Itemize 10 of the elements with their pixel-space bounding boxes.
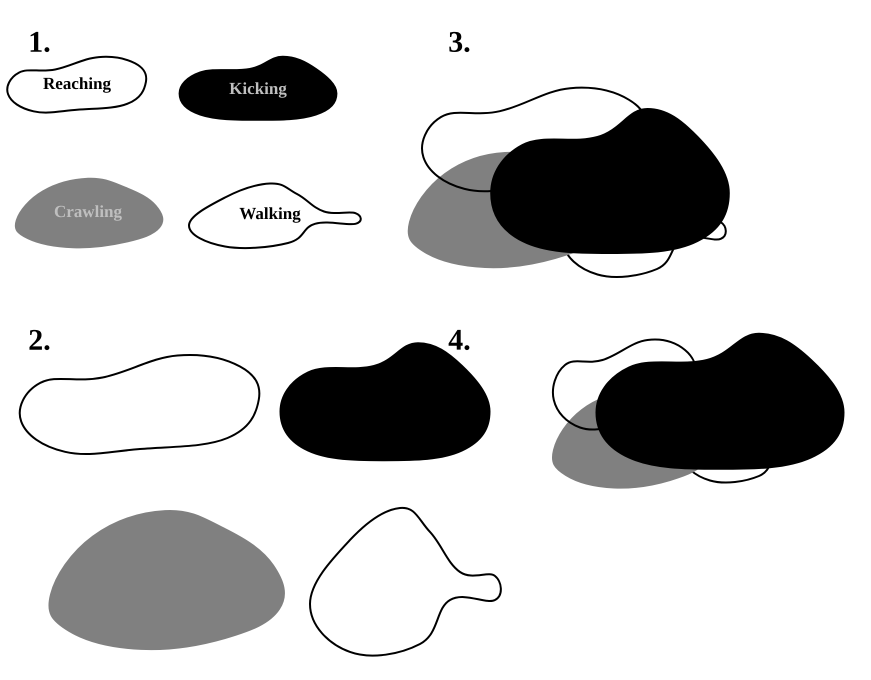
blob: Crawling [14, 178, 164, 248]
blob-shape [309, 506, 502, 657]
panel-number: 4. [448, 330, 470, 350]
blob: Reaching [6, 56, 148, 114]
blob: Kicking [178, 56, 338, 121]
panel-number: 3. [449, 32, 470, 52]
blob: Walking [188, 182, 362, 250]
blob-shape [48, 510, 285, 650]
panel-number: 2. [29, 330, 50, 350]
blob-shape [18, 354, 260, 456]
